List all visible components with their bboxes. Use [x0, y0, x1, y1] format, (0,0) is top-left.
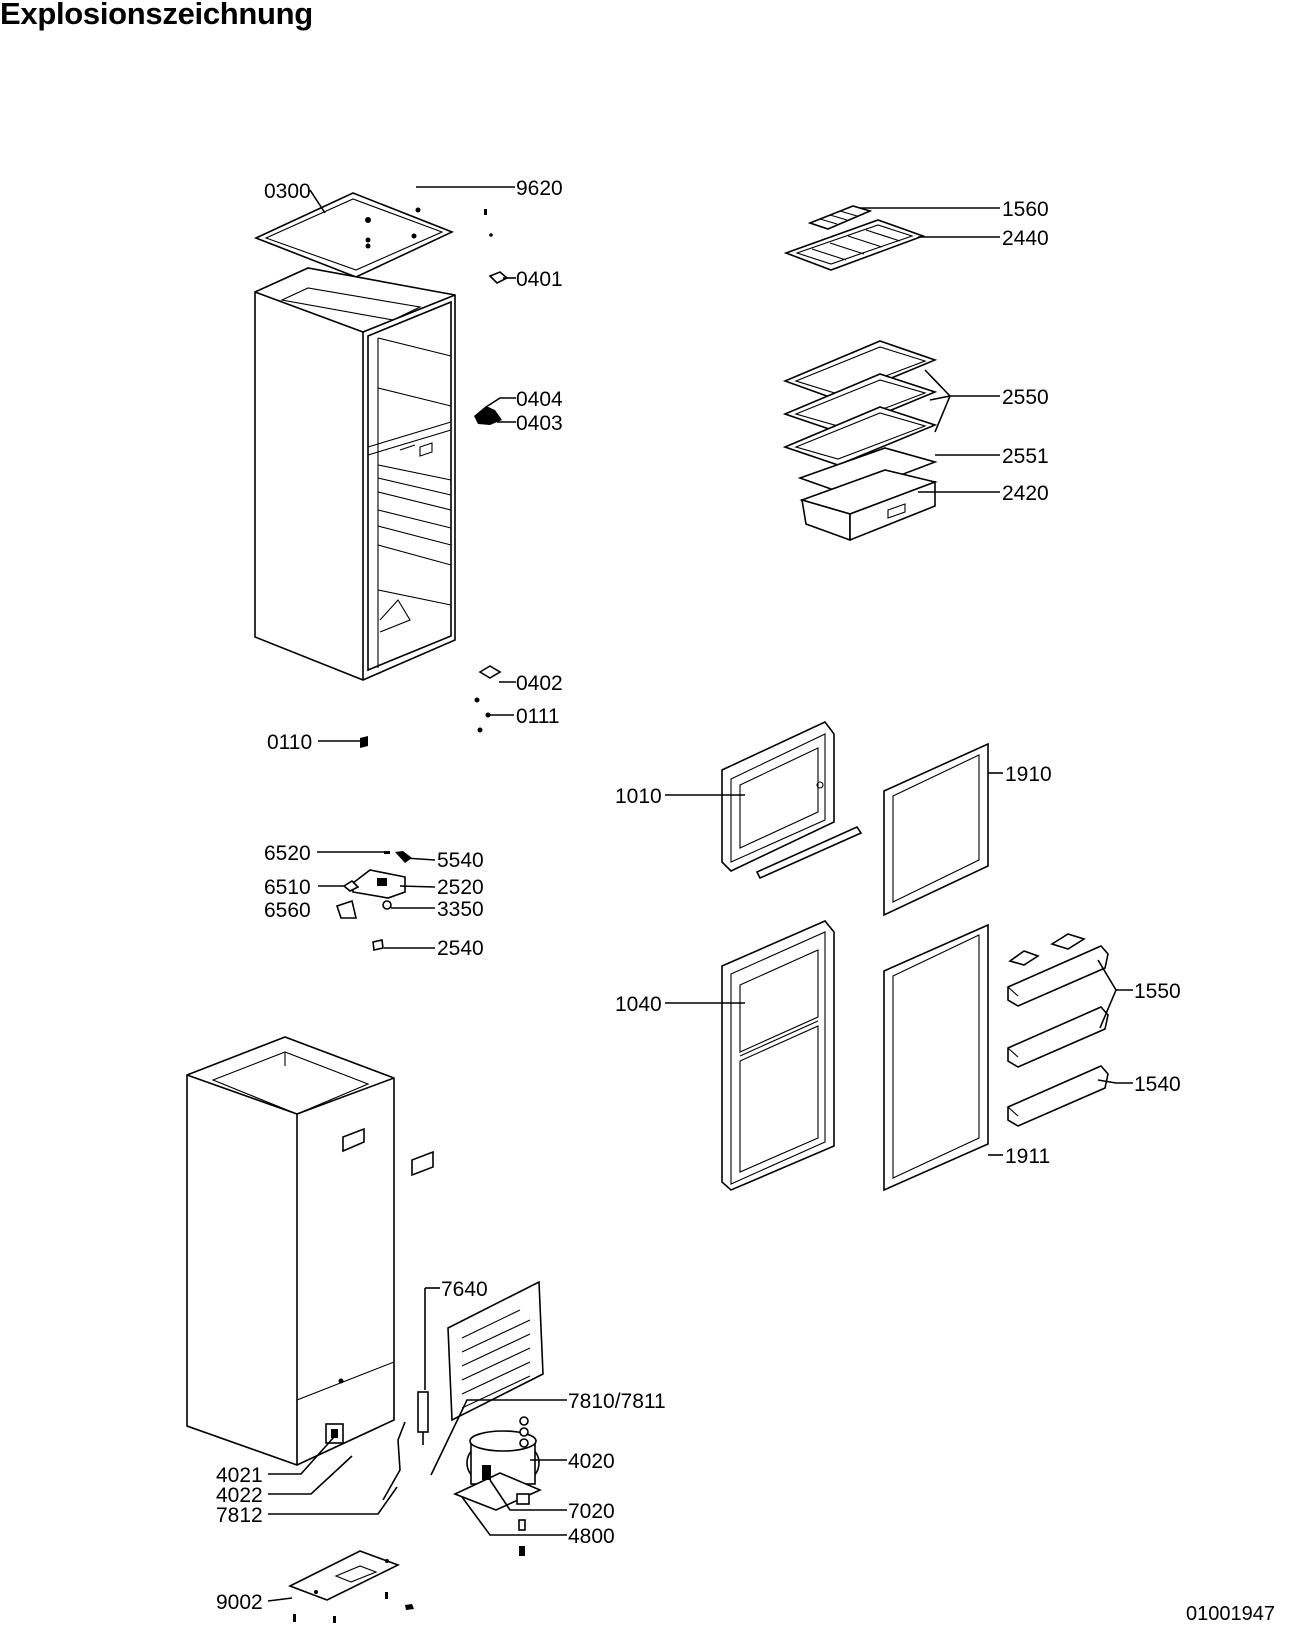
leader-lines	[267, 186, 1133, 1602]
egg-trays	[1008, 933, 1086, 966]
fridge-door-gasket	[883, 923, 989, 1192]
label-6510: 6510	[264, 876, 311, 899]
label-9620: 9620	[516, 177, 563, 200]
label-3350: 3350	[437, 898, 484, 921]
label-5540: 5540	[437, 849, 484, 872]
cabinet-outer	[186, 1036, 434, 1466]
label-1540: 1540	[1134, 1073, 1181, 1096]
freezer-door	[721, 721, 863, 880]
label-4020: 4020	[568, 1450, 615, 1473]
ice-cube-tray	[807, 205, 873, 230]
label-2440: 2440	[1002, 227, 1049, 250]
label-4021: 4021	[216, 1464, 263, 1487]
label-1910: 1910	[1005, 763, 1052, 786]
crisper-drawer	[799, 469, 938, 542]
fridge-cabinet-inner	[253, 192, 456, 681]
top-cover	[253, 192, 455, 278]
label-0403: 0403	[516, 412, 563, 435]
label-6560: 6560	[264, 899, 311, 922]
label-2540: 2540	[437, 937, 484, 960]
thermostat-lamp-parts	[335, 851, 412, 951]
wire-shelf	[783, 219, 926, 271]
label-1911: 1911	[1005, 1145, 1050, 1168]
label-0404: 0404	[516, 388, 563, 411]
freezer-door-gasket	[883, 742, 989, 917]
hinge-parts	[360, 207, 509, 748]
document-number: 01001947	[1186, 1603, 1275, 1625]
label-6520: 6520	[264, 842, 311, 865]
label-0110: 0110	[267, 731, 312, 754]
label-0300: 0300	[264, 180, 311, 203]
label-4800: 4800	[568, 1525, 615, 1548]
page-title: Explosionszeichnung	[0, 0, 313, 31]
label-1550: 1550	[1134, 980, 1181, 1003]
label-1010: 1010	[615, 785, 662, 808]
part-labels: 0300 9620 0401 0404 0403 0402 0111 0110 …	[216, 177, 1181, 1614]
label-0402: 0402	[516, 672, 563, 695]
label-9002: 9002	[216, 1591, 263, 1614]
drier-filter	[382, 1288, 429, 1501]
door-bins	[1007, 945, 1109, 1127]
label-4022: 4022	[216, 1484, 263, 1507]
label-7810-7811: 7810/7811	[568, 1390, 666, 1413]
base-plate	[288, 1550, 414, 1623]
label-0111: 0111	[516, 705, 560, 728]
label-2551: 2551	[1002, 445, 1049, 468]
compressor-cover	[447, 1280, 544, 1422]
fridge-door	[721, 920, 835, 1191]
label-7640: 7640	[441, 1278, 488, 1301]
label-2550: 2550	[1002, 386, 1049, 409]
label-1040: 1040	[615, 993, 662, 1016]
label-2420: 2420	[1002, 482, 1049, 505]
label-0401: 0401	[516, 268, 563, 291]
label-1560: 1560	[1002, 198, 1049, 221]
label-2520: 2520	[437, 876, 484, 899]
label-7812: 7812	[216, 1504, 263, 1527]
label-7020: 7020	[568, 1500, 615, 1523]
glass-shelves	[782, 340, 938, 466]
